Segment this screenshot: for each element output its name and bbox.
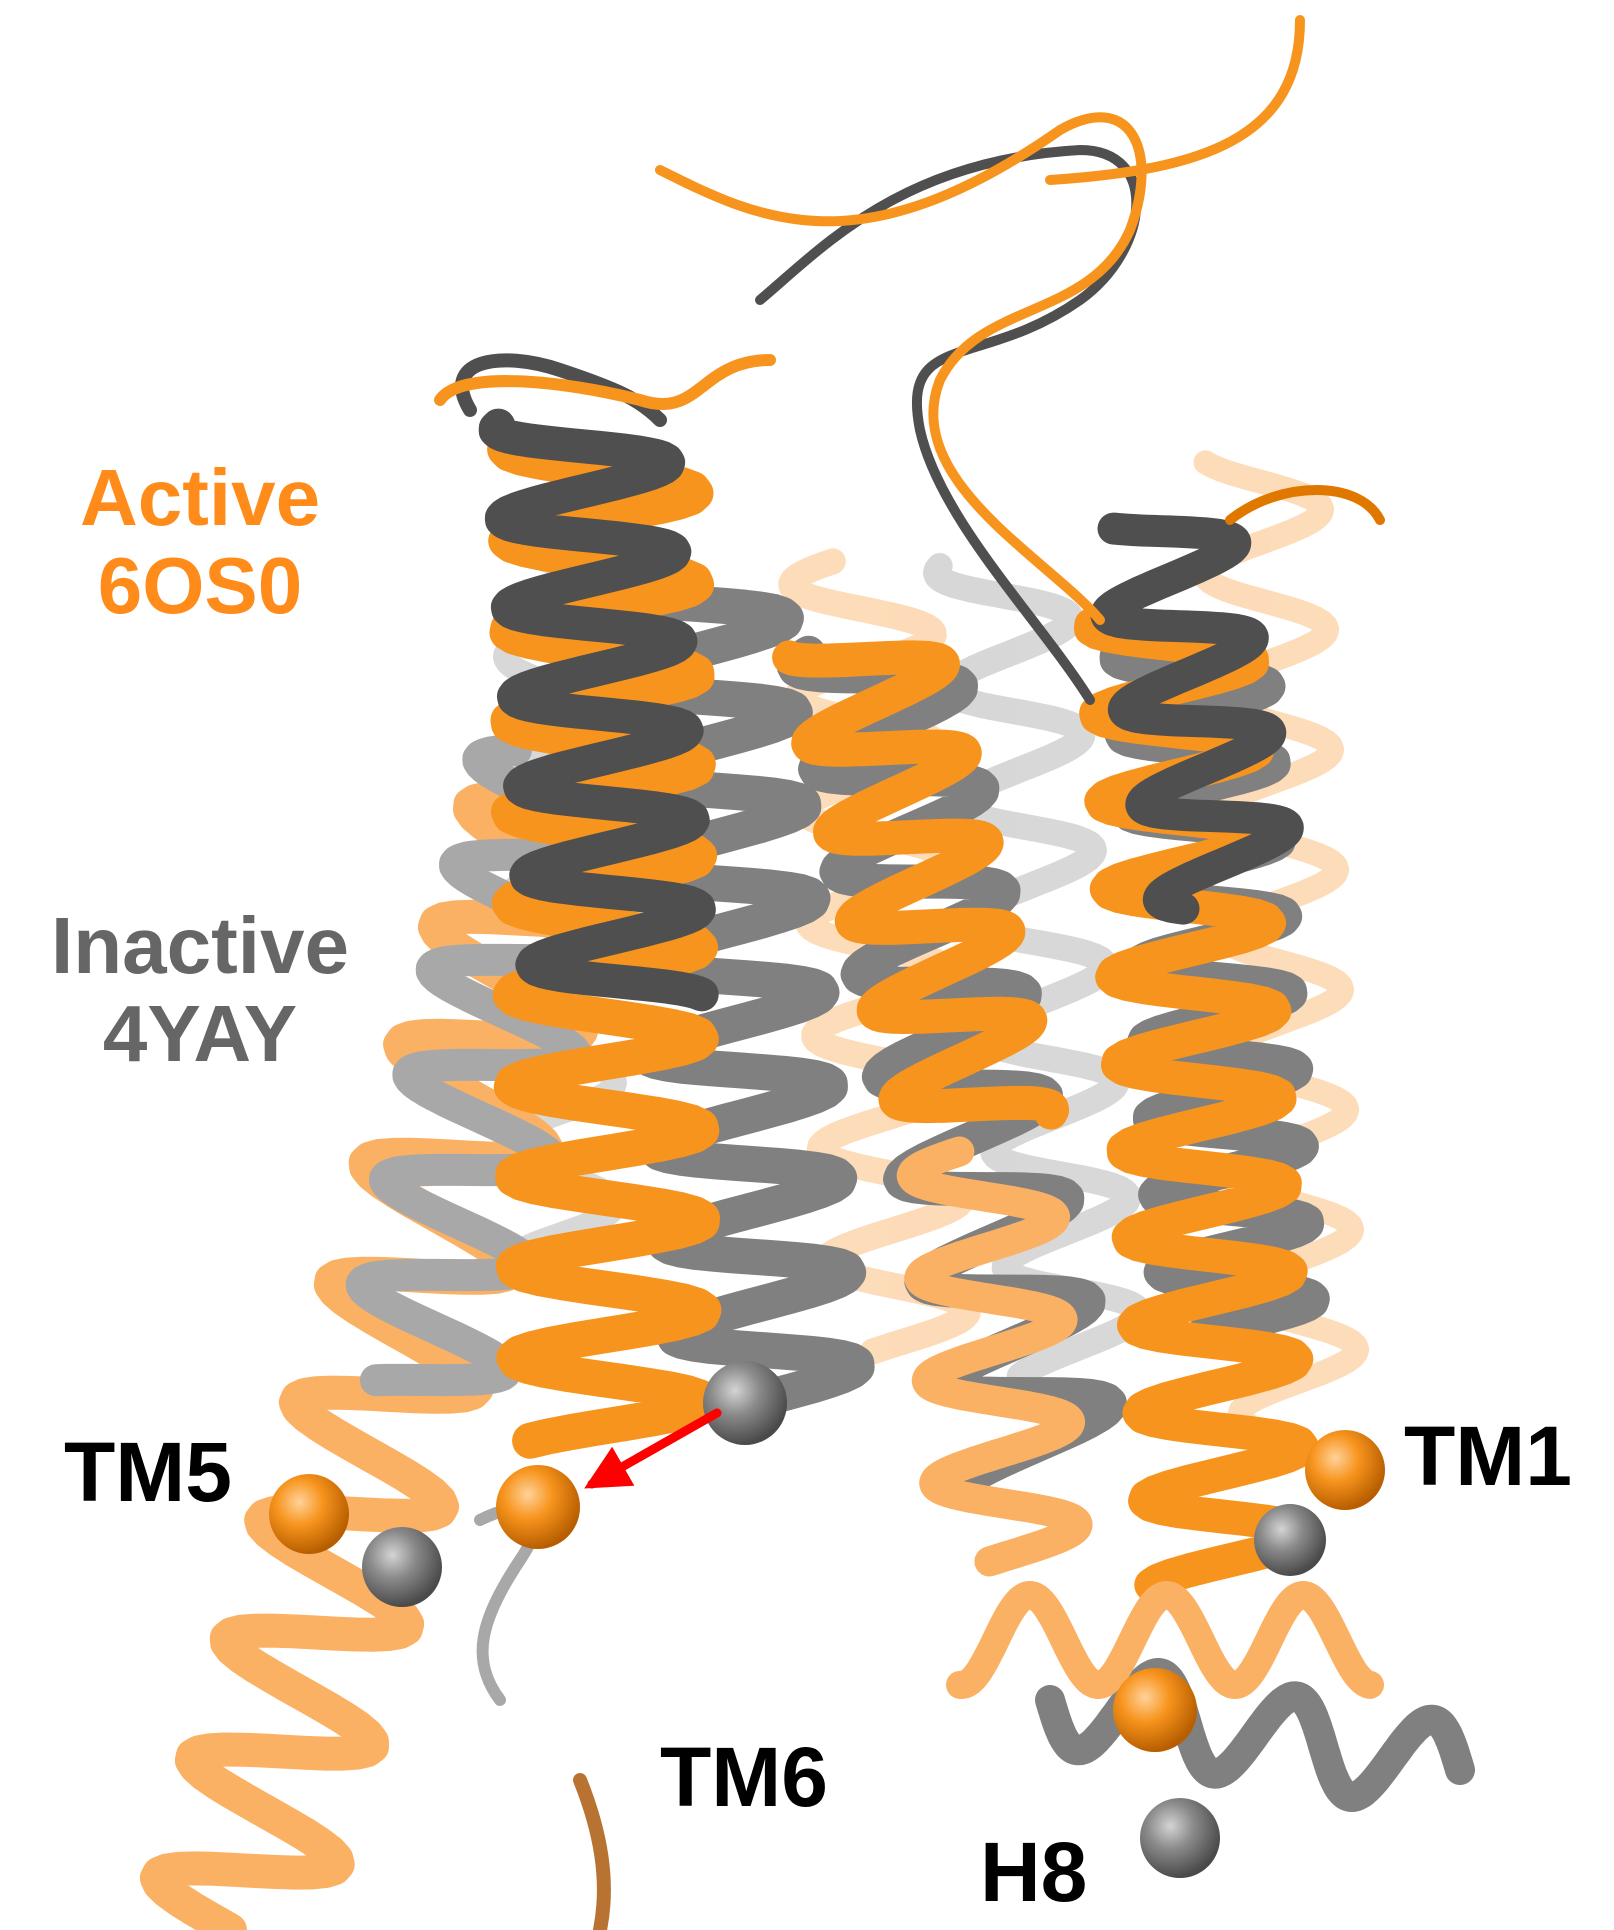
tm5-inactive-sphere (362, 1527, 442, 1607)
tm1-inactive-sphere (1254, 1504, 1326, 1576)
tm6-active-sphere (496, 1465, 580, 1549)
extracellular-loops (434, 15, 1385, 1930)
tm6-inactive-helix-2 (478, 408, 719, 1012)
legend-inactive-line1: Inactive (51, 901, 349, 990)
h8-inactive-sphere (1140, 1798, 1220, 1878)
ecl-left-active-loop (434, 354, 776, 411)
ecl2-inactive-loop (755, 145, 1142, 705)
tm6-inactive-sphere (703, 1361, 787, 1445)
c-alpha-spheres (269, 1361, 1385, 1878)
tm6-inactive-helix (584, 543, 875, 1420)
tm6-active-tail (573, 1773, 611, 1930)
h8-active-sphere (1113, 1668, 1197, 1752)
label-tm6: TM6 (660, 1730, 828, 1824)
tm1-active-sphere (1305, 1430, 1385, 1510)
tm1-upper-inactive-helix (1090, 512, 1304, 925)
nterm-active-loop (1045, 15, 1305, 185)
legend-inactive: Inactive 4YAY (20, 906, 380, 1074)
legend-active-line2: 6OS0 (97, 541, 303, 630)
label-h8: H8 (980, 1825, 1088, 1919)
legend-active-line1: Active (79, 453, 321, 542)
transmembrane-helices (139, 408, 1475, 1930)
legend-active: Active 6OS0 (50, 458, 350, 626)
label-tm1: TM1 (1404, 1409, 1572, 1503)
tm5-inactive-helix (345, 734, 639, 1397)
h8-active-helix (946, 1581, 1384, 1699)
tm5-active-sphere (269, 1474, 349, 1554)
ecl-right-active-loop (1225, 485, 1385, 525)
legend-inactive-line2: 4YAY (102, 989, 298, 1078)
tm6-active-helix (487, 422, 723, 1459)
center-active-helix-2 (896, 1136, 1093, 1577)
ecl2-active-loop (655, 112, 1147, 625)
center-active-helix (772, 640, 1070, 1130)
tm6-movement-arrow-icon (584, 1408, 722, 1489)
label-tm5: TM5 (64, 1425, 232, 1519)
